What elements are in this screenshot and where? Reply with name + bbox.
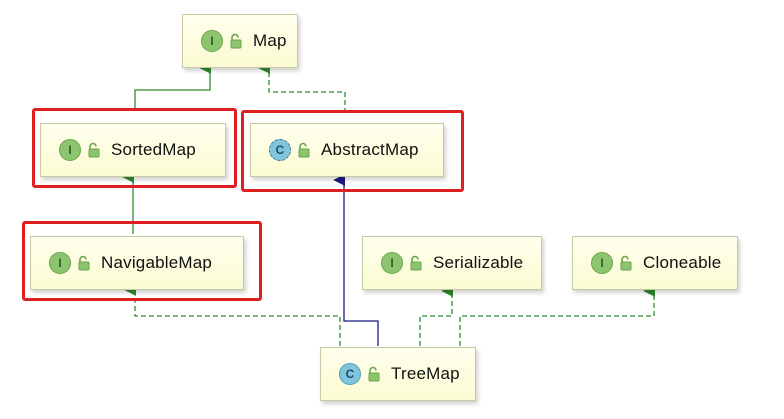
node-label: Cloneable <box>643 253 722 272</box>
node-navigablemap[interactable]: I NavigableMap <box>30 236 244 290</box>
interface-icon: I <box>591 252 613 274</box>
node-label: TreeMap <box>391 364 460 383</box>
unlocked-padlock-icon <box>298 142 310 158</box>
node-label: NavigableMap <box>101 253 213 272</box>
node-cloneable[interactable]: I Cloneable <box>572 236 738 290</box>
edge-treemap-to-serializable <box>419 285 454 346</box>
edge-abstractmap-to-map <box>258 62 346 113</box>
edge-treemap-to-cloneable <box>459 285 656 346</box>
node-label: AbstractMap <box>321 140 419 159</box>
unlocked-padlock-icon <box>620 255 632 271</box>
node-label: Serializable <box>433 253 524 272</box>
edge-sortedmap-to-map <box>134 62 212 108</box>
node-treemap[interactable]: C TreeMap <box>320 347 476 401</box>
class-icon: C <box>339 363 361 385</box>
unlocked-padlock-icon <box>230 33 242 49</box>
unlocked-padlock-icon <box>368 366 380 382</box>
interface-icon: I <box>201 30 223 52</box>
edge-treemap-to-navigablemap <box>124 284 341 346</box>
interface-icon: I <box>49 252 71 274</box>
interface-icon: I <box>381 252 403 274</box>
node-sortedmap[interactable]: I SortedMap <box>40 123 226 177</box>
node-abstractmap[interactable]: C AbstractMap <box>250 123 444 177</box>
edge-treemap-to-abstractmap <box>333 174 379 346</box>
node-label: SortedMap <box>111 140 196 159</box>
unlocked-padlock-icon <box>88 142 100 158</box>
node-map[interactable]: I Map <box>182 14 298 68</box>
node-label: Map <box>253 31 287 50</box>
unlocked-padlock-icon <box>78 255 90 271</box>
node-serializable[interactable]: I Serializable <box>362 236 542 290</box>
abstract-class-icon: C <box>269 139 291 161</box>
unlocked-padlock-icon <box>410 255 422 271</box>
interface-icon: I <box>59 139 81 161</box>
